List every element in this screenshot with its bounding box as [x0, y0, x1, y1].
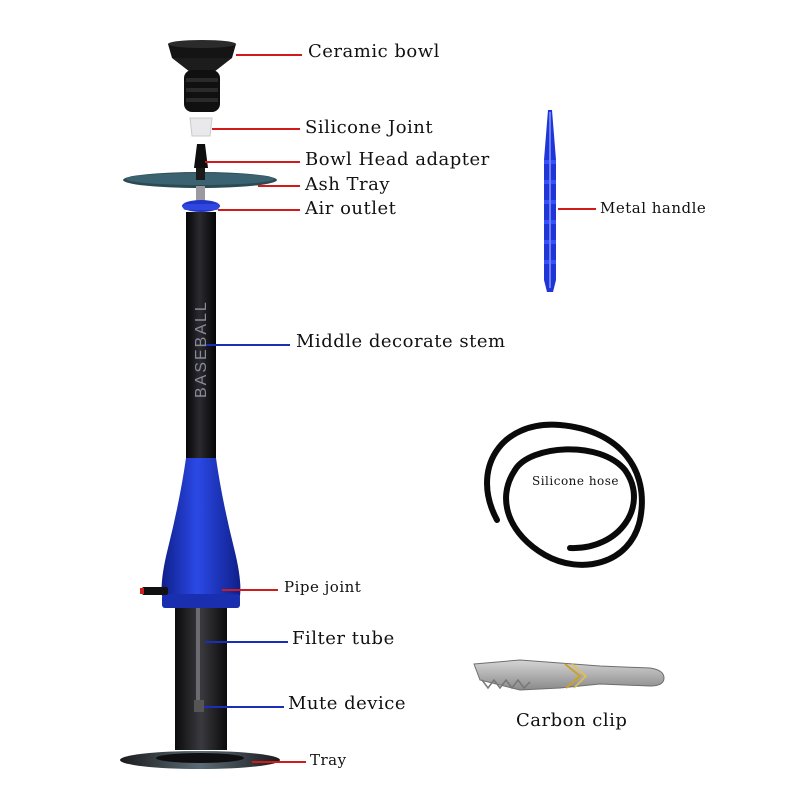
ceramic-bowl-icon: [168, 40, 236, 112]
air-outlet-icon: [182, 200, 220, 212]
label-carbon-clip: Carbon clip: [516, 710, 628, 731]
tray-icon: [120, 751, 280, 769]
label-air-outlet: Air outlet: [305, 198, 397, 219]
silicone-hose-icon: [484, 421, 645, 568]
stem-brand-text: BASEBALL: [193, 300, 210, 398]
bowl-head-adapter-icon: [194, 144, 208, 168]
middle-stem-icon: BASEBALL: [186, 212, 216, 460]
label-pipe-joint: Pipe joint: [284, 578, 362, 596]
label-ash-tray: Ash Tray: [305, 174, 391, 195]
label-metal-handle: Metal handle: [600, 199, 707, 217]
label-filter-tube: Filter tube: [292, 628, 395, 649]
label-middle-stem: Middle decorate stem: [296, 331, 506, 352]
blue-body-icon: [161, 458, 241, 608]
label-tray: Tray: [310, 751, 347, 769]
ash-tray-icon: [123, 168, 277, 204]
label-mute-device: Mute device: [288, 693, 406, 714]
label-silicone-joint: Silicone Joint: [305, 117, 434, 138]
label-silicone-hose: Silicone hose: [532, 474, 620, 488]
filter-tube-icon: [175, 608, 227, 750]
carbon-clip-icon: [473, 659, 665, 691]
label-bowl-head-adapter: Bowl Head adapter: [305, 149, 490, 170]
label-ceramic-bowl: Ceramic bowl: [308, 41, 440, 62]
silicone-joint-icon: [189, 117, 213, 137]
metal-handle-icon: [544, 110, 556, 292]
pipe-joint-icon: [140, 587, 168, 595]
